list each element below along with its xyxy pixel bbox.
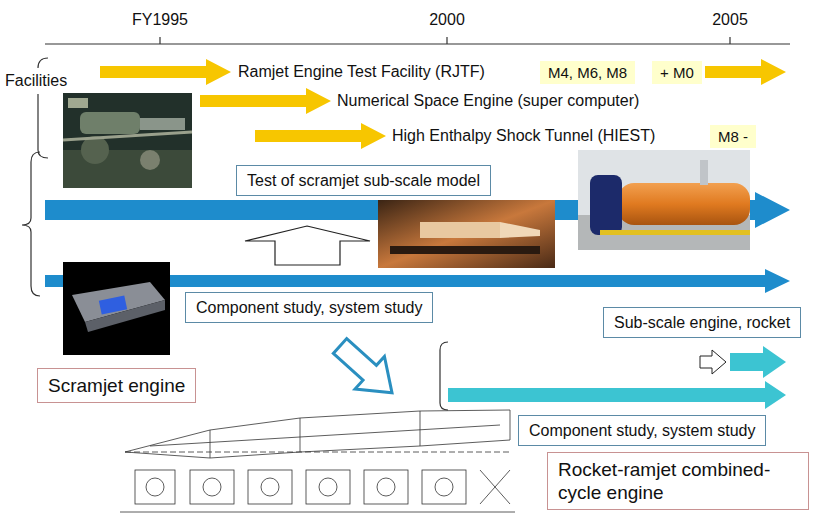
node-text: + M0 [660,63,694,82]
node-text: Scramjet engine [48,374,185,397]
stage-box: Component study, system study [185,292,433,323]
hiest-photo [578,150,750,250]
bracket [22,152,40,296]
facility-label: Ramjet Engine Test Facility (RJTF) [236,62,487,81]
year-label: FY1995 [130,10,190,29]
facility-label: High Enthalpy Shock Tunnel (HIEST) [390,126,657,145]
facility-photo [63,93,192,188]
group-label: Facilities [3,71,69,90]
engine-title: Scramjet engine [37,368,196,403]
node-text: M4, M6, M8 [548,63,627,82]
engine-drawing [120,410,515,512]
mach-tag: M4, M6, M8 [540,61,635,84]
node-text: Rocket-ramjet combined-cycle engine [558,458,798,504]
year-label: 2005 [710,10,750,29]
facility-label: Numerical Space Engine (super computer) [335,91,641,110]
cyan-arrow [448,346,786,409]
stage-box: Component study, system study [518,415,766,446]
stage-box: Sub-scale engine, rocket [603,307,801,338]
mach-tag: + M0 [652,61,702,84]
node-text: Test of scramjet sub-scale model [247,171,480,190]
engine-title: Rocket-ramjet combined-cycle engine [547,452,809,510]
hollow-arrow [700,350,726,374]
test-photo [378,200,555,268]
year-label: 2000 [427,10,467,29]
node-text: M8 - [718,127,748,146]
hollow-arrow [325,330,406,410]
mach-tag: M8 - [710,125,756,148]
node-text: Component study, system study [529,421,755,440]
stage-box: Test of scramjet sub-scale model [236,165,491,196]
yellow-arrow [100,59,786,149]
node-text: Sub-scale engine, rocket [614,313,790,332]
node-text: Component study, system study [196,298,422,317]
hollow-arrow [245,226,370,265]
model-image [63,262,170,355]
bracket [440,342,448,410]
timeline-axis [45,37,790,44]
